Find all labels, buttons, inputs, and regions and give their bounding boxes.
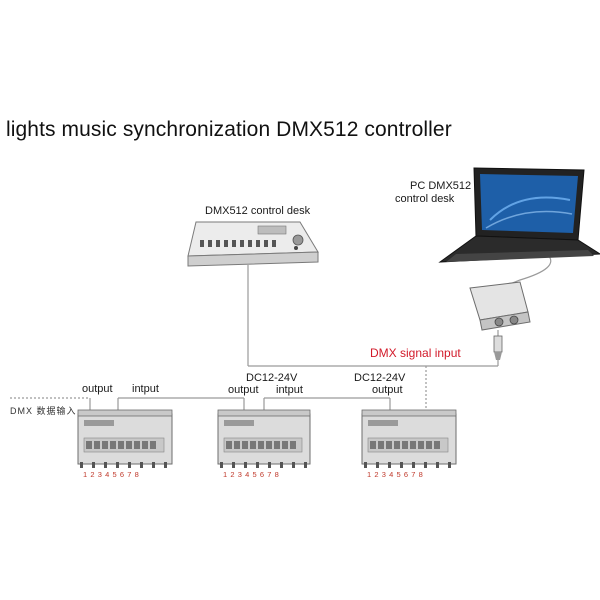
decoder2-output-label: output xyxy=(228,384,259,396)
wire-laptop-usb xyxy=(504,254,552,287)
page-title: lights music synchronization DMX512 cont… xyxy=(6,118,452,141)
decoder3-power-label: DC12-24V xyxy=(354,372,406,384)
dmx-decoder-icon xyxy=(361,409,457,468)
decoder3-channel-numbers: 12345678 xyxy=(367,470,426,479)
usb-dmx-converter-icon xyxy=(469,281,531,360)
decoder1-output-label: output xyxy=(82,383,113,395)
laptop-icon xyxy=(438,167,600,263)
dmx-signal-input-label: DMX signal input xyxy=(370,346,461,360)
dmx-input-label: DMX 数据输入 xyxy=(10,406,77,416)
pc-label-line1: PC DMX512 xyxy=(410,180,472,192)
dmx-decoder-icon xyxy=(77,409,173,468)
pc-label-line2: control desk xyxy=(395,193,455,205)
decoder1-channel-numbers: 12345678 xyxy=(83,470,142,479)
dmx-decoder-icon xyxy=(217,409,311,468)
decoder3-output-label: output xyxy=(372,384,403,396)
decoder2-power-label: DC12-24V xyxy=(246,372,298,384)
control-desk-label: DMX512 control desk xyxy=(205,205,311,217)
control-desk-icon xyxy=(187,221,319,267)
decoder2-channel-numbers: 12345678 xyxy=(223,470,282,479)
decoder1-input-label: intput xyxy=(132,383,159,395)
decoder2-input-label: intput xyxy=(276,384,303,396)
